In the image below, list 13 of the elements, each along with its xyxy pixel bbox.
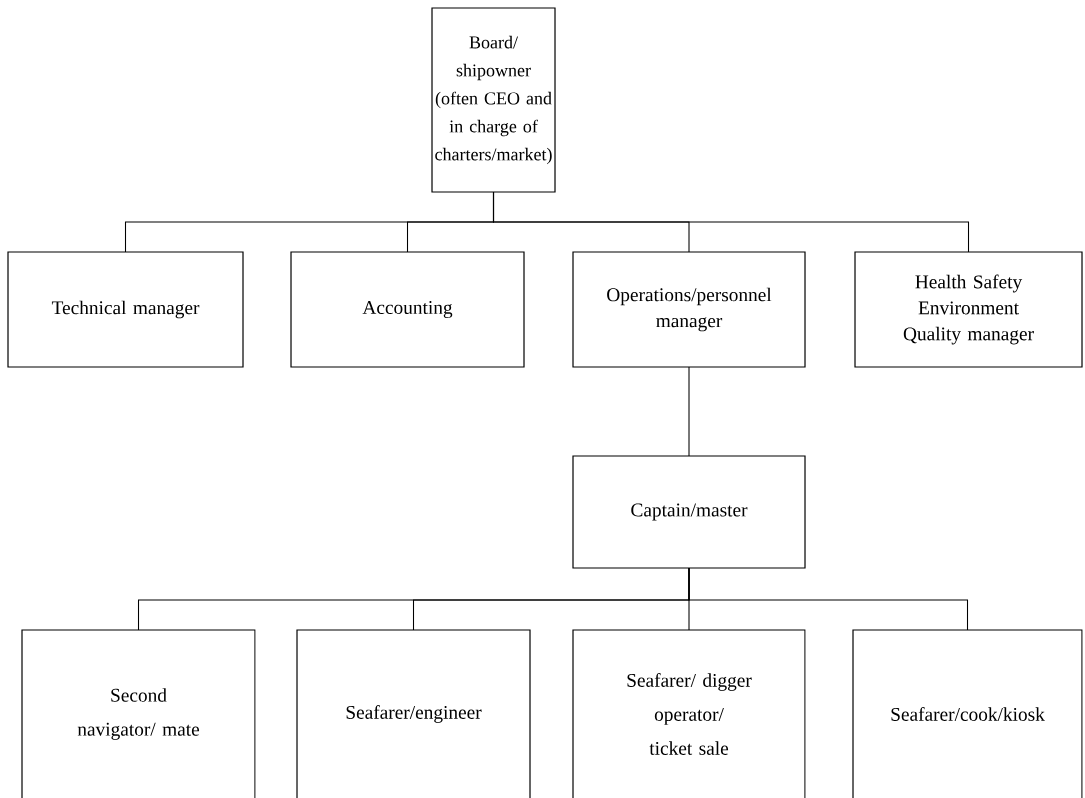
connector-line — [492, 191, 970, 253]
org-box: Seafarer/cook/kiosk — [852, 629, 1083, 798]
org-box: Technical manager — [7, 251, 244, 368]
org-box: Captain/master — [572, 455, 806, 569]
connector-line — [688, 567, 969, 631]
connector-line — [688, 366, 690, 457]
org-box: Operations/personnel manager — [572, 251, 806, 368]
org-box: Accounting — [290, 251, 525, 368]
org-box: Second navigator/ mate — [21, 629, 256, 798]
org-box: Health Safety Environment Quality manager — [854, 251, 1083, 368]
org-box: Seafarer/engineer — [296, 629, 531, 798]
org-box: Board/ shipowner (often CEO and in charge of charters/market) — [431, 7, 556, 193]
org-box: Seafarer/ digger operator/ ticket sale — [572, 629, 806, 798]
